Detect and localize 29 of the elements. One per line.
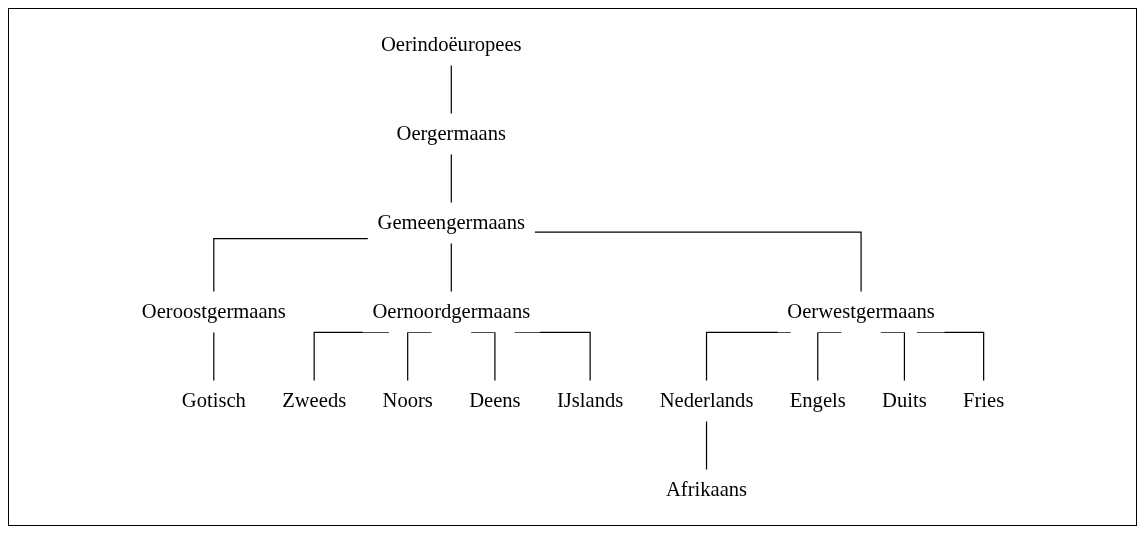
node-text: Deens — [468, 388, 521, 412]
connector — [915, 331, 984, 381]
node-text: Zweeds — [281, 388, 346, 412]
connector — [816, 331, 842, 381]
connector — [705, 420, 707, 470]
connector — [450, 153, 452, 203]
node-text: Noors — [382, 388, 433, 412]
connector — [533, 230, 862, 292]
connector — [879, 331, 905, 381]
connector — [212, 237, 368, 292]
connector — [212, 331, 214, 381]
node-text: Gemeengermaans — [377, 210, 525, 234]
node-text: Oeroostgermaans — [141, 299, 286, 323]
node-text: IJslands — [556, 388, 623, 412]
connector — [513, 331, 591, 381]
node-text: Afrikaans — [665, 477, 747, 501]
connector — [406, 331, 432, 381]
connector — [450, 242, 452, 292]
node-text: Nederlands — [659, 388, 753, 412]
node-text: Fries — [962, 388, 1004, 412]
connector — [450, 64, 452, 114]
connector — [470, 331, 495, 381]
connector — [705, 331, 791, 381]
node-text: Oergermaans — [396, 121, 506, 145]
connector — [313, 331, 389, 381]
node-text: Engels — [789, 388, 846, 412]
node-text: Oerindoëuropees — [380, 32, 522, 56]
node-text: Gotisch — [181, 388, 246, 412]
node-text: Duits — [881, 388, 927, 412]
